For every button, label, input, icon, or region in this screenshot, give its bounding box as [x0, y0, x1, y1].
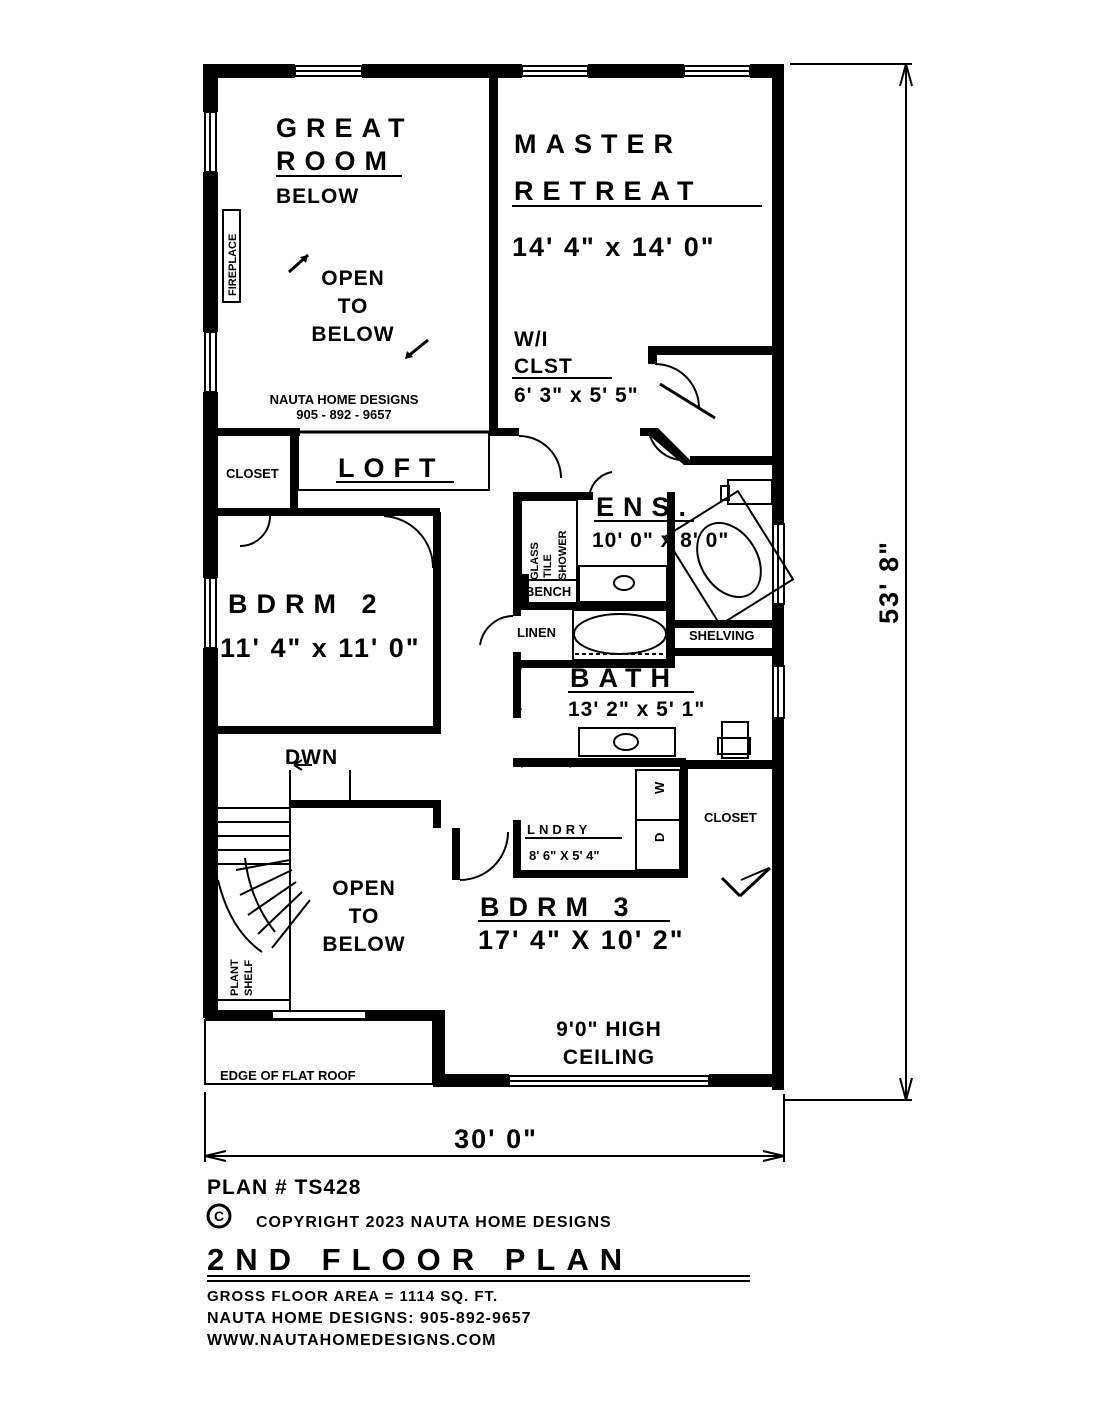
copyright-text: COPYRIGHT 2023 NAUTA HOME DESIGNS [256, 1214, 612, 1231]
open-to-below-label-1b: TO [338, 295, 369, 318]
washer-label: W [652, 781, 667, 794]
copyright-circle [206, 1203, 232, 1229]
open-to-below-label-2b: TO [349, 905, 380, 928]
bath-size: 13' 2" x 5' 1" [568, 698, 705, 721]
dryer-label: D [652, 833, 667, 842]
open-to-below-label-2a: OPEN [332, 877, 396, 900]
closet-label-1: CLOSET [226, 466, 279, 481]
ensuite-size: 10' 0" x 8' 0" [592, 529, 729, 552]
plan-number: PLAN # TS428 [207, 1176, 361, 1199]
laundry-size: 8' 6" X 5' 4" [529, 848, 600, 863]
wi-closet-label: W/I [514, 328, 549, 351]
closet-label-2: CLOSET [704, 810, 757, 825]
shower-label-1: GLASS [529, 542, 541, 580]
plant-shelf-label-2: SHELF [243, 960, 255, 996]
wi-closet-size: 6' 3" x 5' 5" [514, 384, 639, 407]
copyright-symbol: C [214, 1208, 224, 1224]
plan-title: 2ND FLOOR PLAN [207, 1242, 633, 1277]
staircase [217, 759, 351, 1001]
shower-label-3: SHOWER [557, 530, 569, 580]
footer-website: WWW.NAUTAHOMEDESIGNS.COM [207, 1332, 496, 1349]
door-swings [239, 363, 772, 898]
shelving-label: SHELVING [689, 628, 755, 643]
depth-dimension: 53' 8" [874, 540, 904, 624]
master-retreat-label: MASTER [514, 129, 682, 159]
open-to-below-label-2c: BELOW [322, 933, 405, 956]
watermark-name: NAUTA HOME DESIGNS [270, 392, 419, 407]
gross-floor-area: GROSS FLOOR AREA = 1114 SQ. FT. [207, 1288, 498, 1305]
interior-walls [208, 78, 776, 1010]
bdrm3-label: BDRM 3 [480, 892, 638, 922]
linen-label: LINEN [517, 625, 556, 640]
open-to-below-label-1c: BELOW [311, 323, 394, 346]
width-dimension: 30' 0" [454, 1124, 538, 1154]
fixtures [222, 209, 795, 871]
open-to-below-label-1a: OPEN [321, 267, 385, 290]
bench-label: BENCH [525, 584, 571, 599]
laundry-label: LNDRY [527, 822, 591, 837]
ceiling-label: 9'0" HIGH [556, 1018, 662, 1041]
wi-closet-label-2: CLST [514, 355, 573, 378]
fireplace-label: FIREPLACE [227, 234, 239, 296]
great-room-label: GREAT [276, 113, 414, 143]
flat-roof-label: EDGE OF FLAT ROOF [220, 1068, 356, 1083]
exterior-walls [203, 64, 784, 1090]
master-retreat-size: 14' 4" x 14' 0" [512, 232, 716, 262]
bdrm2-label: BDRM 2 [228, 589, 386, 619]
bath-label: BATH [570, 663, 679, 693]
down-label: DWN [285, 746, 338, 769]
dimension-lines [204, 63, 913, 1162]
plant-shelf-label-1: PLANT [229, 959, 241, 996]
watermark-phone: 905 - 892 - 9657 [296, 407, 391, 422]
ensuite-label: ENS. [596, 492, 695, 522]
windows [204, 65, 785, 1087]
great-room-label-2: ROOM [276, 146, 396, 176]
great-room-below-label: BELOW [276, 185, 359, 208]
bdrm2-size: 11' 4" x 11' 0" [220, 633, 421, 663]
master-retreat-label-2: RETREAT [514, 176, 703, 206]
loft-label: LOFT [338, 453, 444, 483]
shower-label-2: TILE [542, 554, 554, 578]
ceiling-label-2: CEILING [563, 1046, 655, 1069]
footer-phone: NAUTA HOME DESIGNS: 905-892-9657 [207, 1310, 532, 1327]
open-below-arrows [287, 253, 716, 420]
bdrm3-size: 17' 4" X 10' 2" [478, 925, 685, 955]
flat-roof-edge [204, 1019, 434, 1085]
